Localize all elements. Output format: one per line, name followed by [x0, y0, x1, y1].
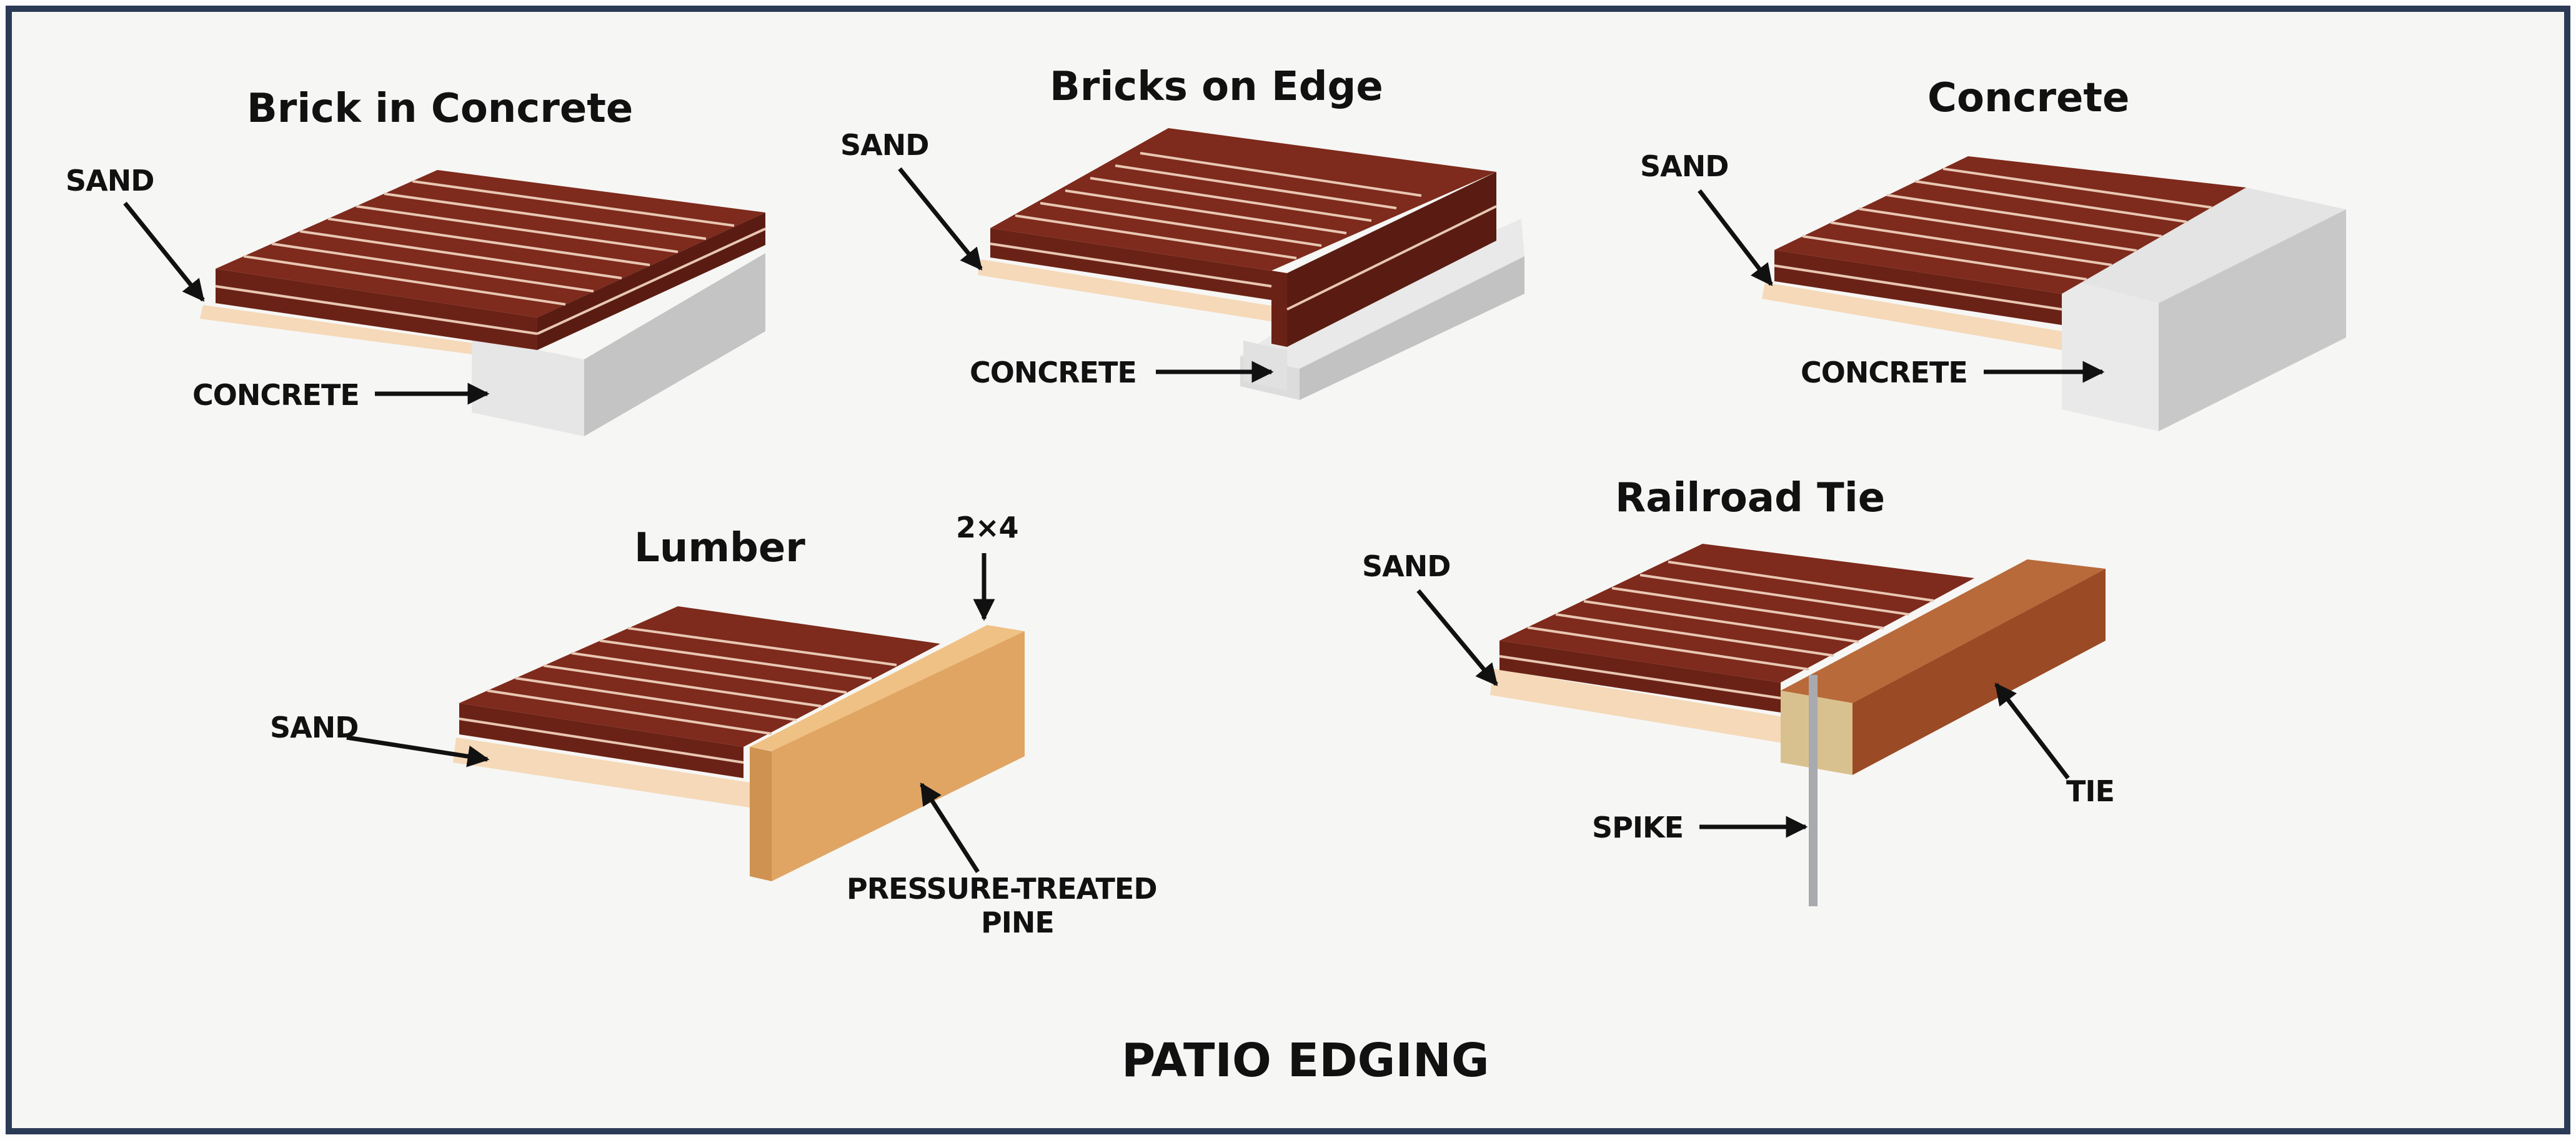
panel-title: Brick in Concrete	[247, 86, 633, 132]
lumber-board-face	[750, 747, 772, 881]
spike	[1809, 675, 1818, 906]
panel-title: Bricks on Edge	[1050, 64, 1383, 110]
concrete-label: CONCRETE	[192, 378, 359, 412]
panel-title: Railroad Tie	[1615, 475, 1885, 521]
edge-brick-front	[1271, 271, 1287, 347]
size-label: 2×4	[956, 511, 1018, 544]
panel-title: Lumber	[634, 525, 805, 571]
sand-label: SAND	[1640, 149, 1728, 183]
sand-label: SAND	[66, 164, 154, 198]
concrete-curb-front	[2062, 278, 2159, 431]
spike-label: SPIKE	[1592, 811, 1683, 844]
pine-label-line2: PINE	[981, 906, 1054, 939]
concrete-label: CONCRETE	[1801, 356, 1967, 389]
concrete-label: CONCRETE	[970, 356, 1136, 389]
sand-label: SAND	[270, 711, 358, 744]
tie-label: TIE	[2066, 774, 2114, 808]
sand-label: SAND	[840, 128, 928, 162]
pine-label-line1: PRESSURE-TREATED	[847, 872, 1157, 906]
diagram-caption: PATIO EDGING	[1121, 1034, 1489, 1088]
sand-label: SAND	[1362, 549, 1450, 583]
panel-title: Concrete	[1927, 75, 2129, 121]
